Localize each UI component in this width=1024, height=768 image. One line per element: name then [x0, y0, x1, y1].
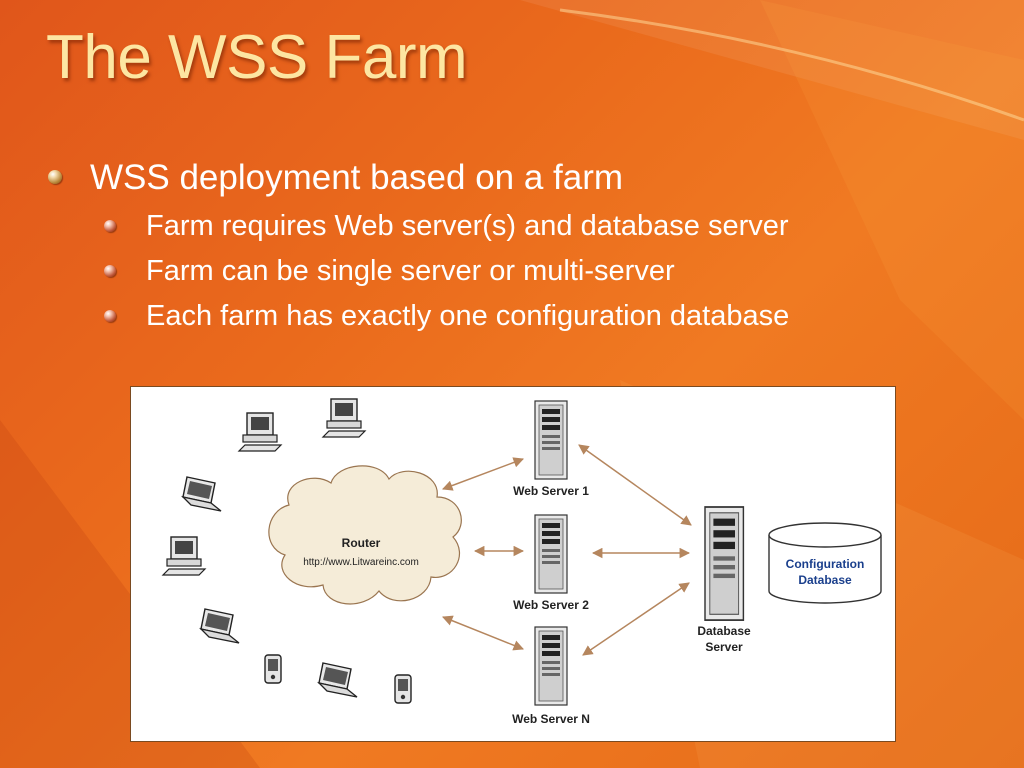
web-server-1: Web Server 1 [513, 400, 589, 498]
connection-arrows [442, 444, 692, 656]
router-cloud: Router http://www.Litwareinc.com [268, 465, 462, 605]
pda-icon [394, 674, 412, 704]
sub-bullet-icon [104, 265, 116, 277]
sub-bullet-icon [104, 310, 116, 322]
farm-diagram: Router http://www.Litwareinc.com Web Ser… [130, 386, 896, 742]
desktop-icon [238, 412, 282, 452]
router-url: http://www.Litwareinc.com [303, 557, 419, 568]
web-server-label: Web Server 2 [513, 598, 589, 612]
pda-icon [264, 654, 282, 684]
sub-bullet-text: Farm can be single server or multi-serve… [146, 255, 675, 287]
sub-bullet-item: Farm can be single server or multi-serve… [102, 255, 962, 295]
config-db-label: Database [798, 573, 852, 587]
desktop-icon [322, 398, 366, 438]
bullet-item: WSS deployment based on a farm [46, 158, 946, 204]
database-server-label: Server [705, 640, 743, 654]
router-label: Router [342, 536, 381, 550]
web-server-2: Web Server 2 [513, 514, 589, 612]
web-server-n: Web Server N [512, 626, 590, 726]
slide-title: The WSS Farm [46, 23, 468, 92]
desktop-icon [162, 536, 206, 576]
database-server: Database Server [697, 506, 751, 654]
database-server-label: Database [697, 624, 751, 638]
config-db-label: Configuration [786, 557, 865, 571]
sub-bullet-icon [104, 220, 116, 232]
bullet-icon [48, 170, 62, 184]
laptop-icon [182, 476, 222, 512]
laptop-icon [200, 608, 240, 644]
sub-bullet-text: Farm requires Web server(s) and database… [146, 210, 789, 242]
configuration-database: Configuration Database [768, 522, 882, 604]
sub-bullet-item: Farm requires Web server(s) and database… [102, 210, 962, 250]
laptop-icon [318, 662, 358, 698]
web-server-label: Web Server 1 [513, 484, 589, 498]
sub-bullet-text: Each farm has exactly one configuration … [146, 300, 790, 332]
sub-bullet-item: Each farm has exactly one configuration … [102, 300, 962, 340]
web-server-label: Web Server N [512, 712, 590, 726]
bullet-text: WSS deployment based on a farm [90, 158, 624, 197]
